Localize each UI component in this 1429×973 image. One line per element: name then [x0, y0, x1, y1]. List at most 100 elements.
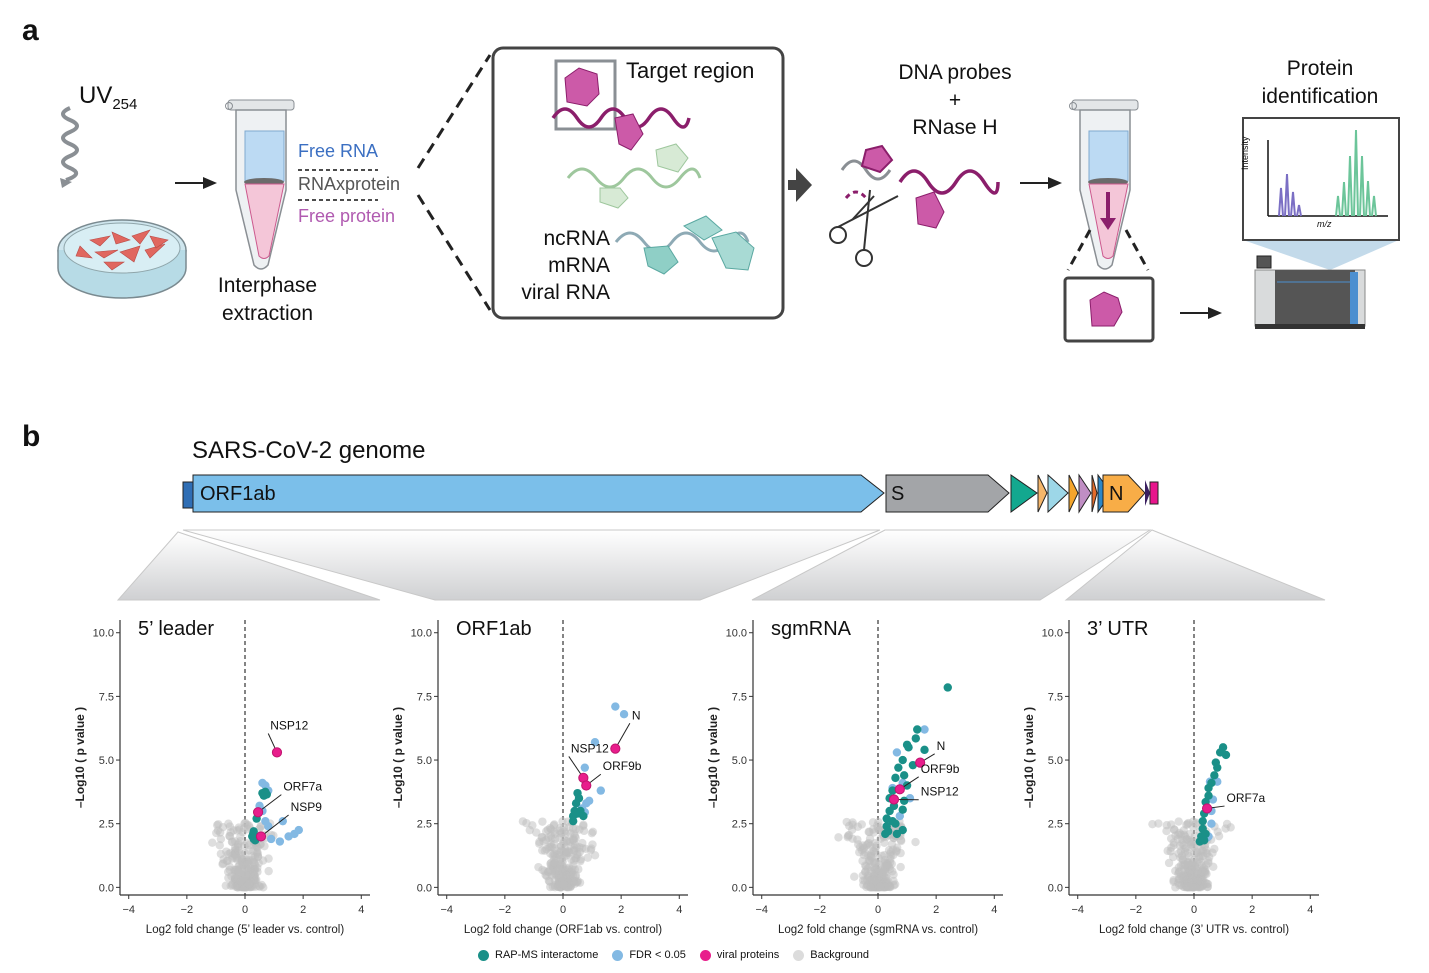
background-point [1183, 849, 1192, 858]
background-point [873, 863, 882, 872]
y-tick-label: 10.0 [93, 628, 114, 640]
interactome-point [1199, 836, 1209, 845]
viral-protein-point [915, 757, 926, 768]
interactome-point [904, 743, 913, 752]
y-tick-label: 0.0 [99, 882, 114, 894]
gene-label-s: S [891, 483, 905, 505]
background-point [570, 843, 579, 853]
interactome-point [885, 806, 894, 816]
x-tick-label: 0 [560, 904, 566, 916]
fdr-point [580, 763, 590, 772]
background-point [1178, 855, 1188, 864]
interactome-point [898, 805, 907, 814]
x-tick-label: 4 [991, 904, 997, 916]
fdr-point [920, 725, 929, 734]
protein-icon [564, 67, 600, 107]
background-point [222, 847, 231, 856]
x-tick-label: −2 [1130, 904, 1143, 916]
y-tick-label: 0.0 [1048, 882, 1063, 894]
accessory-genes [1010, 473, 1112, 514]
y-tick-label: 2.5 [732, 819, 747, 831]
background-point [215, 841, 224, 850]
background-point [264, 854, 273, 863]
background-point [234, 867, 243, 876]
background-point [874, 817, 883, 827]
background-point [252, 875, 261, 884]
background-point [234, 839, 243, 848]
interactome-point [911, 734, 920, 743]
background-point [880, 862, 890, 872]
fdr-point [611, 702, 620, 711]
legend-dot-icon [699, 949, 711, 961]
background-point [861, 867, 870, 877]
y-tick-label: 7.5 [732, 691, 747, 703]
interactome-point [568, 816, 578, 826]
interactome-point [899, 796, 909, 805]
background-point [878, 869, 888, 878]
free-protein-label: Free protein [298, 206, 396, 226]
plot-title: 5’ leader [138, 618, 214, 640]
interactome-point [262, 790, 272, 799]
fdr-point [596, 786, 605, 795]
y-tick-label: 7.5 [99, 691, 114, 703]
background-point [226, 881, 235, 890]
viral-protein-label: ORF7a [283, 780, 322, 794]
background-point [537, 832, 546, 842]
viral-protein-label: N [937, 739, 946, 753]
background-point [1162, 826, 1171, 836]
interactome-point [1210, 771, 1219, 780]
background-point [1175, 841, 1185, 851]
background-point [538, 817, 547, 826]
background-point [1164, 858, 1174, 868]
fdr-point [584, 796, 594, 805]
plot-title: 3’ UTR [1087, 618, 1148, 640]
plot-title: sgmRNA [771, 618, 852, 640]
background-point [1174, 867, 1184, 877]
interactome-point [891, 773, 900, 783]
interactome-point [894, 763, 903, 772]
fdr-point [275, 837, 285, 846]
background-point [547, 834, 556, 843]
spectrum-peaks [1278, 129, 1377, 217]
background-point [244, 879, 254, 889]
y-tick-label: 10.0 [1042, 628, 1063, 640]
y-tick-label: 5.0 [732, 755, 747, 767]
genome-title: SARS-CoV-2 genome [192, 437, 426, 464]
accessory-gene [1068, 474, 1079, 513]
workflow-illustration [57, 46, 1400, 343]
background-point [255, 882, 265, 891]
interactome-point [891, 819, 900, 828]
viral-protein-label: NSP12 [270, 718, 308, 732]
background-point [250, 858, 259, 867]
x-tick-label: 2 [618, 904, 624, 916]
y-axis-title: –Log10 ( p value ) [1022, 707, 1036, 808]
spectrum-x-label: m/z [1317, 219, 1332, 229]
y-tick-label: 0.0 [417, 882, 432, 894]
x-axis-title: Log2 fold change (ORF1ab vs. control) [464, 924, 662, 936]
background-point [590, 851, 600, 860]
x-tick-label: 2 [933, 904, 939, 916]
fdr-point [619, 710, 629, 719]
mass-spectrometer-icon [1254, 255, 1366, 329]
legend-item-fdr: FDR < 0.05 [612, 949, 686, 961]
x-tick-label: −4 [440, 904, 453, 916]
background-point [224, 873, 233, 883]
background-point [241, 849, 250, 858]
fdr-point [294, 825, 303, 835]
viral-protein-label: NSP12 [921, 785, 959, 799]
background-point [1186, 883, 1196, 892]
interactome-point [1198, 816, 1207, 826]
background-point [896, 836, 906, 846]
interactome-point [1221, 750, 1231, 760]
viral-protein-label: N [632, 708, 641, 722]
background-point [542, 844, 551, 854]
viral-protein-point [252, 807, 264, 818]
background-point [843, 831, 853, 841]
y-tick-label: 2.5 [1048, 819, 1063, 831]
interactome-point [888, 786, 897, 795]
gene-s [885, 474, 1010, 513]
background-point [1196, 858, 1206, 867]
viral-protein-point [610, 743, 621, 754]
uv-wave-icon [61, 106, 79, 182]
